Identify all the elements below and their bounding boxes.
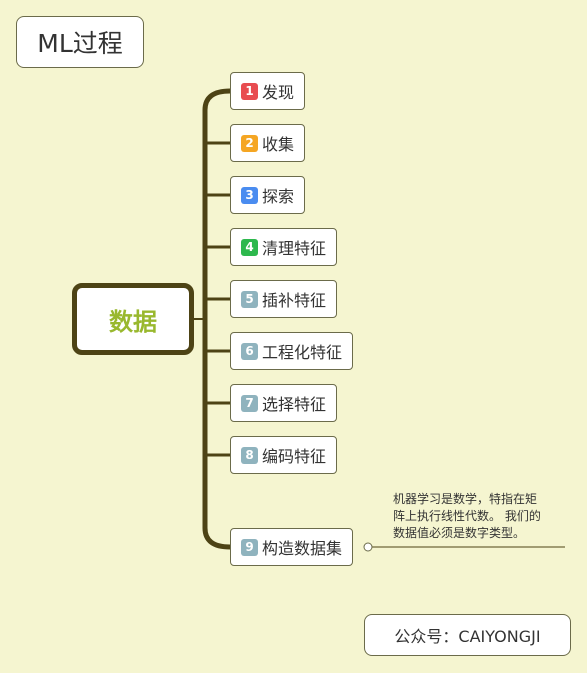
badge-8: 8 — [241, 446, 258, 464]
badge-9: 9 — [241, 538, 258, 556]
badge-2: 2 — [241, 134, 258, 152]
note-line-3: 数据值必须是数字类型。 — [393, 526, 526, 540]
note-line-2: 阵上执行线性代数。 我们的 — [393, 509, 541, 523]
node-5-label: 插补特征 — [262, 291, 327, 310]
badge-1: 1 — [241, 82, 258, 100]
node-3[interactable]: 3 探索 — [230, 176, 306, 214]
node-4[interactable]: 4 清理特征 — [230, 228, 338, 266]
node-7[interactable]: 7 选择特征 — [230, 384, 338, 422]
node-2-label: 收集 — [262, 135, 295, 154]
root-node[interactable]: 数据 — [72, 283, 194, 355]
node-8[interactable]: 8 编码特征 — [230, 436, 338, 474]
badge-5: 5 — [241, 290, 258, 308]
badge-7: 7 — [241, 394, 258, 412]
footer-box[interactable]: 公众号：CAIYONGJI — [364, 614, 571, 656]
node-5[interactable]: 5 插补特征 — [230, 280, 338, 318]
node-6[interactable]: 6 工程化特征 — [230, 332, 354, 370]
node-7-label: 选择特征 — [262, 395, 327, 414]
badge-4: 4 — [241, 238, 258, 256]
root-label: 数据 — [109, 307, 157, 336]
node-8-label: 编码特征 — [262, 447, 327, 466]
footer-text: 公众号：CAIYONGJI — [394, 627, 541, 646]
node-6-label: 工程化特征 — [262, 343, 343, 362]
title-text: ML过程 — [37, 29, 123, 58]
node-3-label: 探索 — [262, 187, 295, 206]
node-9-label: 构造数据集 — [262, 539, 343, 558]
note-connector-dot — [363, 542, 373, 552]
title-box[interactable]: ML过程 — [16, 16, 144, 68]
node-2[interactable]: 2 收集 — [230, 124, 306, 162]
trunk-line — [202, 88, 231, 550]
node-4-label: 清理特征 — [262, 239, 327, 258]
badge-6: 6 — [241, 342, 258, 360]
badge-3: 3 — [241, 186, 258, 204]
note-text: 机器学习是数学，特指在矩 阵上执行线性代数。 我们的 数据值必须是数字类型。 — [393, 491, 558, 542]
note-line-1: 机器学习是数学，特指在矩 — [393, 492, 538, 506]
node-9[interactable]: 9 构造数据集 — [230, 528, 354, 566]
node-1-label: 发现 — [262, 83, 295, 102]
node-1[interactable]: 1 发现 — [230, 72, 306, 110]
